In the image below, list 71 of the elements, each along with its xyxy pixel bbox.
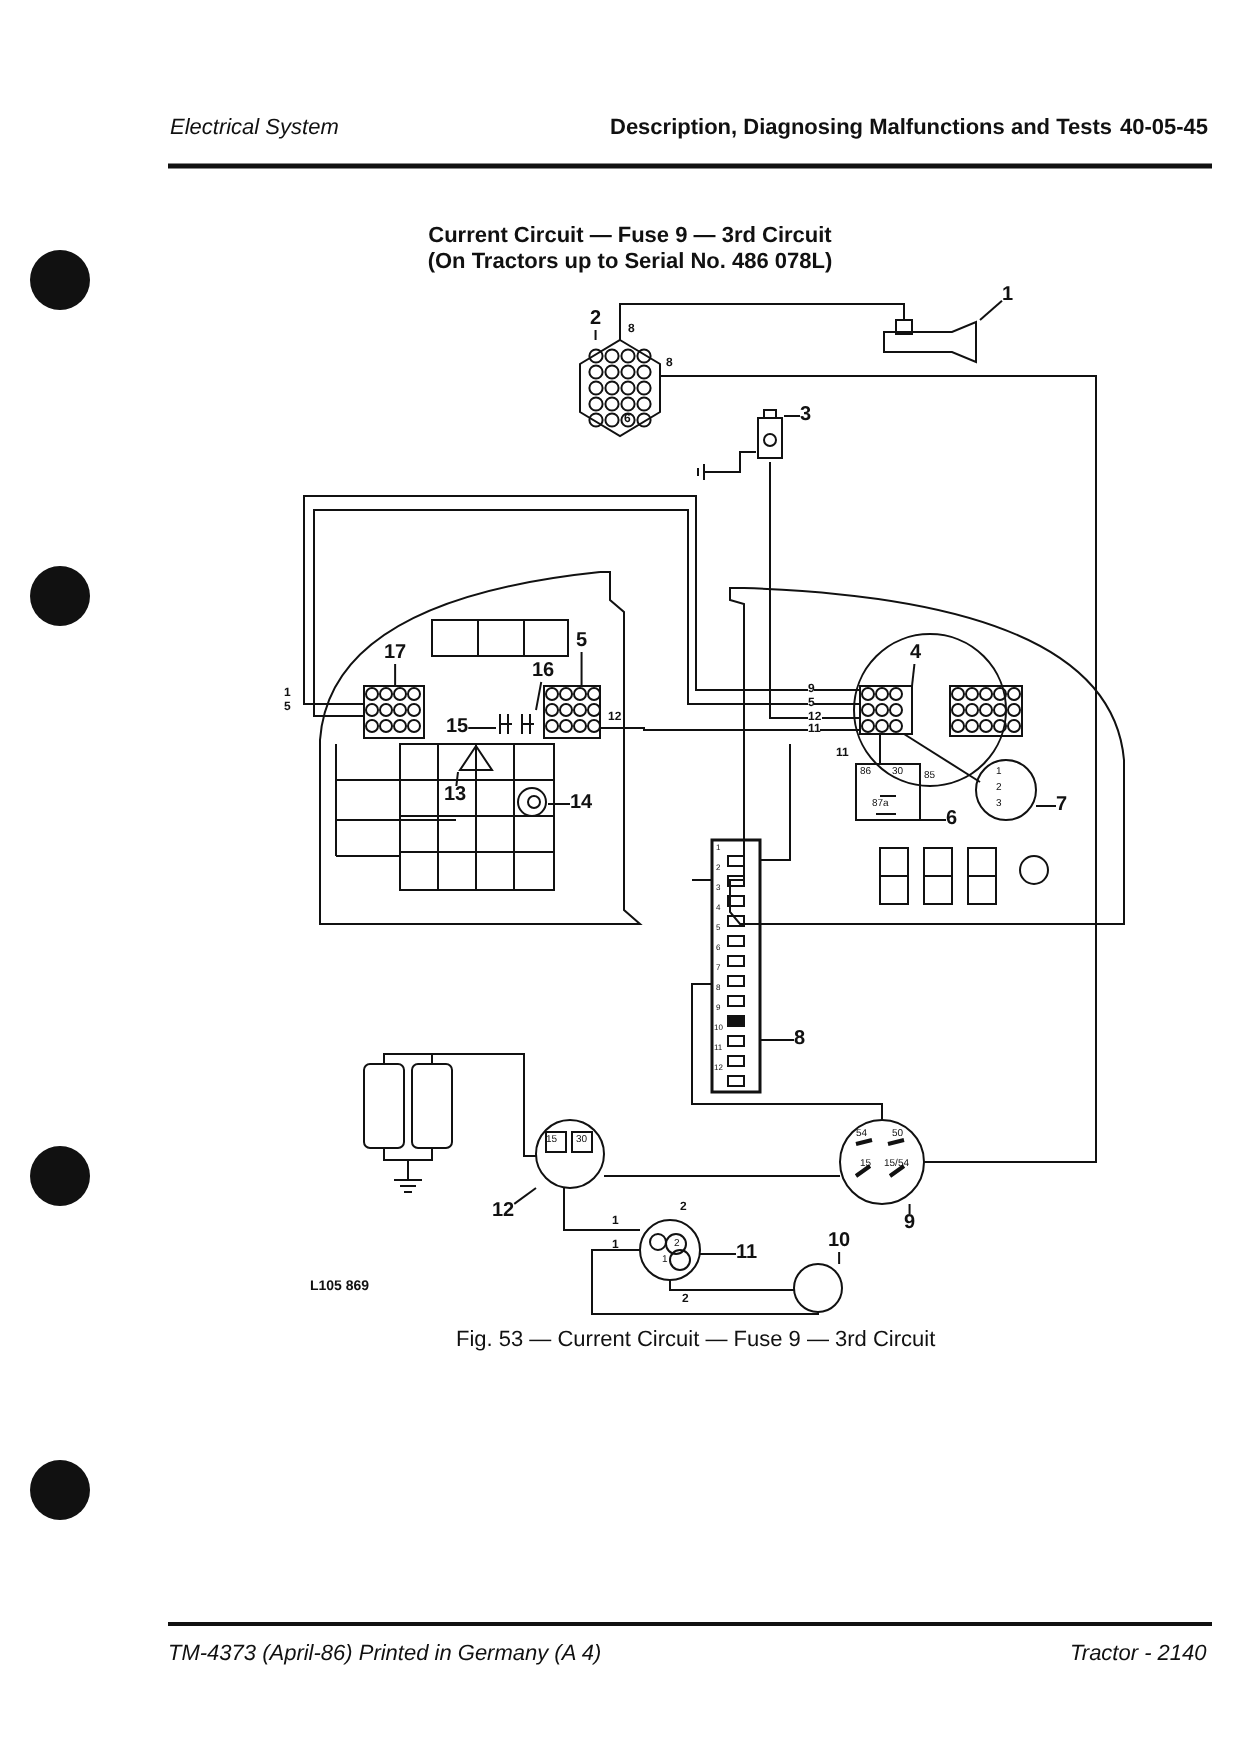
- switch-drawing: [518, 710, 536, 736]
- wire: [691, 983, 883, 1121]
- leader-line: [838, 1251, 841, 1265]
- callout-number: 8: [794, 1030, 806, 1050]
- leader-line: [759, 1039, 795, 1041]
- wire: [591, 1249, 819, 1315]
- leader-line: [455, 771, 459, 787]
- connector-drawing: [860, 686, 912, 734]
- leader-line: [699, 1253, 737, 1255]
- wire: [769, 461, 861, 719]
- lamp-drawing: [516, 786, 548, 818]
- connector-drawing: [364, 686, 424, 738]
- callout-number: 14: [570, 794, 593, 814]
- footer-text: Tractor - 2140: [1070, 1644, 1207, 1666]
- diagram-title: Current Circuit — Fuse 9 — 3rd Circuit (On Tractors up to Serial No. 486 078L): [425, 224, 835, 275]
- socket-drawing: [794, 1264, 842, 1312]
- socket-drawing: [976, 760, 1036, 820]
- leader-line: [979, 299, 1003, 321]
- leader-line: [1035, 805, 1057, 807]
- switch-drawing: [536, 1120, 604, 1188]
- callout-number: 9: [904, 1214, 916, 1234]
- callout-number: 12: [492, 1202, 515, 1222]
- wire: [603, 1175, 841, 1177]
- callout-number: 10: [828, 1232, 851, 1252]
- wire: [903, 733, 981, 783]
- switch-drawing: [496, 710, 512, 736]
- figure-caption: Fig. 53 — Current Circuit — Fuse 9 — 3rd Circuit: [456, 1330, 936, 1352]
- leader-line: [908, 1203, 911, 1215]
- leader-line: [547, 803, 571, 805]
- header-text: Description, Diagnosing Malfunctions and Tests: [610, 118, 1112, 140]
- connector-drawing: [580, 340, 660, 436]
- leader-line: [535, 681, 543, 711]
- leader-line: [467, 727, 497, 729]
- callout-number: 11: [736, 1244, 758, 1264]
- horn-drawing: [880, 320, 980, 364]
- relay-drawing: [856, 764, 920, 820]
- leader-line: [513, 1187, 537, 1205]
- wire: [599, 727, 861, 731]
- connector-drawing: [544, 686, 600, 738]
- callout-number: 5: [576, 632, 588, 652]
- leader-line: [594, 329, 597, 341]
- leader-line: [783, 415, 801, 417]
- footer-text: TM-4373 (April-86) Printed in Germany (A 4): [168, 1644, 602, 1666]
- fuse-box-drawing: [712, 840, 760, 1092]
- callout-number: 4: [910, 644, 922, 664]
- callout-number: 16: [532, 662, 555, 682]
- page-number: 40-05-45: [1120, 118, 1209, 140]
- callout-number: 17: [384, 644, 407, 664]
- header-text: Electrical System: [170, 118, 339, 140]
- wire: [619, 303, 905, 341]
- callout-number: 7: [1056, 796, 1068, 816]
- callout-number: 13: [444, 786, 467, 806]
- battery-drawing: [360, 1048, 456, 1198]
- callout-number: 2: [590, 310, 602, 330]
- wire: [659, 375, 1097, 1163]
- wire: [455, 1053, 537, 1157]
- warning-lamp-drawing: [458, 744, 494, 772]
- plug-drawing: [640, 1220, 700, 1280]
- callout-number: 3: [800, 406, 812, 426]
- sender-switch-drawing: [756, 410, 784, 462]
- leader-line: [919, 819, 947, 821]
- wire: [563, 1187, 641, 1231]
- switch-drawing: [840, 1120, 924, 1204]
- wire: [879, 733, 881, 765]
- leader-line: [580, 651, 583, 687]
- callout-number: 6: [946, 810, 958, 830]
- callout-number: 15: [446, 718, 469, 738]
- callout-number: 1: [1002, 286, 1014, 306]
- leader-line: [911, 663, 916, 687]
- wire: [669, 1279, 795, 1291]
- leader-line: [394, 663, 397, 687]
